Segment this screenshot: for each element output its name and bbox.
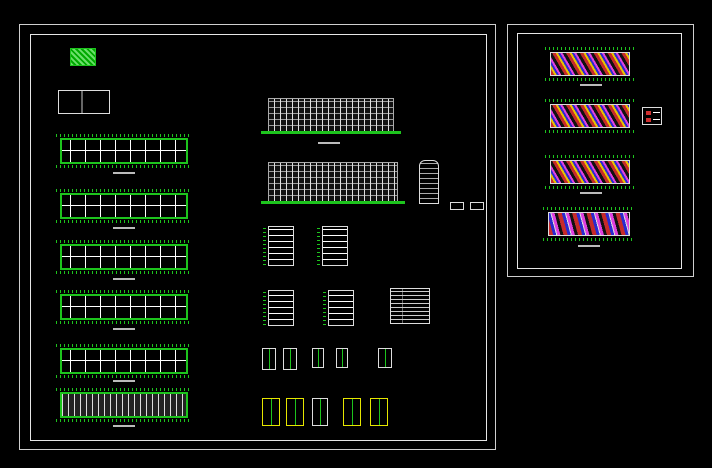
drawing-title bbox=[113, 172, 135, 174]
door-window-schedule[interactable] bbox=[390, 288, 430, 324]
section-drawing[interactable] bbox=[263, 226, 294, 266]
drawing-title bbox=[113, 425, 135, 427]
section-marker bbox=[450, 202, 464, 210]
detail-drawing[interactable] bbox=[283, 348, 297, 370]
drawing-title bbox=[113, 328, 135, 330]
detail-drawing[interactable] bbox=[378, 348, 392, 368]
detail-drawing[interactable] bbox=[262, 348, 276, 370]
roof-plan[interactable] bbox=[56, 388, 192, 422]
colored-floor-plan[interactable] bbox=[543, 207, 635, 241]
drawing-title bbox=[580, 192, 602, 194]
floor-plan[interactable] bbox=[56, 344, 192, 378]
floor-plan[interactable] bbox=[56, 134, 192, 168]
detail-drawing[interactable] bbox=[343, 398, 361, 426]
drawing-title bbox=[580, 84, 602, 86]
detail-drawing[interactable] bbox=[262, 398, 280, 426]
ground-line bbox=[261, 131, 401, 134]
main-sheet-frame bbox=[30, 34, 487, 441]
drawing-title bbox=[113, 278, 135, 280]
side-sheet-frame bbox=[517, 33, 682, 269]
front-elevation[interactable] bbox=[261, 98, 401, 134]
section-drawing[interactable] bbox=[323, 290, 354, 326]
section-drawing[interactable] bbox=[263, 290, 294, 326]
side-elevation[interactable] bbox=[419, 160, 439, 204]
floor-plan[interactable] bbox=[56, 240, 192, 274]
detail-drawing[interactable] bbox=[312, 398, 328, 426]
floor-plan[interactable] bbox=[56, 189, 192, 223]
main-drawing-sheet[interactable] bbox=[19, 24, 496, 450]
detail-drawing[interactable] bbox=[286, 398, 304, 426]
drawing-title bbox=[113, 227, 135, 229]
site-thumbnail[interactable] bbox=[70, 48, 96, 66]
drawing-title bbox=[318, 142, 340, 144]
section-drawing[interactable] bbox=[317, 226, 348, 266]
colored-floor-plan[interactable] bbox=[545, 155, 635, 189]
side-drawing-sheet[interactable] bbox=[507, 24, 694, 277]
key-plan[interactable] bbox=[58, 90, 110, 114]
floor-plan[interactable] bbox=[56, 290, 192, 324]
drawing-title bbox=[578, 245, 600, 247]
ground-line bbox=[261, 201, 405, 204]
colored-floor-plan[interactable] bbox=[545, 47, 635, 81]
detail-drawing[interactable] bbox=[336, 348, 348, 368]
drawing-title bbox=[113, 380, 135, 382]
legend bbox=[642, 107, 662, 125]
rear-elevation[interactable] bbox=[261, 162, 405, 204]
detail-drawing[interactable] bbox=[370, 398, 388, 426]
section-marker bbox=[470, 202, 484, 210]
detail-drawing[interactable] bbox=[312, 348, 324, 368]
colored-floor-plan[interactable] bbox=[545, 99, 635, 133]
